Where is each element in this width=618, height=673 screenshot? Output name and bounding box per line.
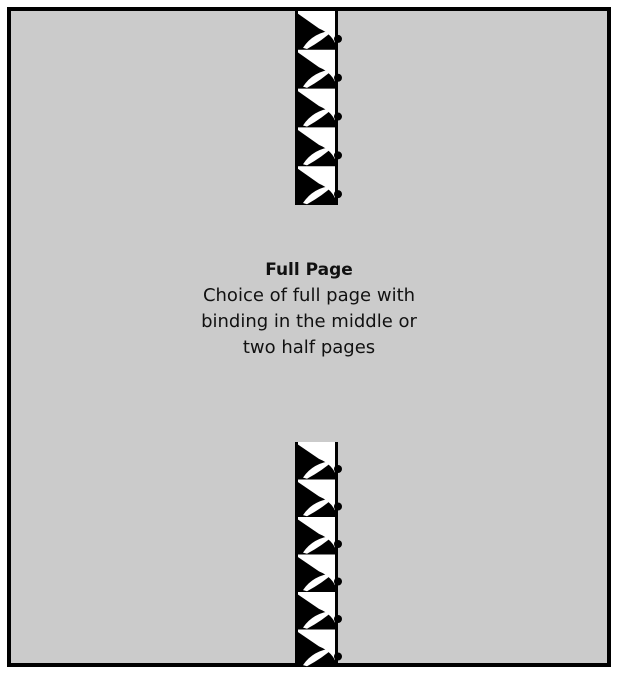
page-caption: Full Page Choice of full page with bindi… xyxy=(11,257,607,361)
full-page-panel: Full Page Choice of full page with bindi… xyxy=(7,7,611,667)
caption-line-3: two half pages xyxy=(11,335,607,361)
coil-bottom-graphic xyxy=(293,442,343,667)
coil-top-knob-1 xyxy=(334,35,342,43)
caption-title: Full Page xyxy=(11,257,607,283)
caption-line-1: Choice of full page with xyxy=(11,283,607,309)
caption-line-2: binding in the middle or xyxy=(11,309,607,335)
coil-bottom-knob-5 xyxy=(334,615,342,623)
coil-bottom-knob-6 xyxy=(334,653,342,661)
coil-top-graphic xyxy=(293,11,343,205)
coil-bottom-knob-2 xyxy=(334,503,342,511)
coil-bottom-knob-3 xyxy=(334,540,342,548)
coil-top-knob-2 xyxy=(334,74,342,82)
coil-top-knob-4 xyxy=(334,151,342,159)
coil-top-knob-3 xyxy=(334,113,342,121)
coil-bottom-knob-1 xyxy=(334,465,342,473)
spiral-binding-bottom xyxy=(293,442,343,667)
coil-bottom-knob-4 xyxy=(334,578,342,586)
coil-top-knob-5 xyxy=(334,190,342,198)
spiral-binding-top xyxy=(293,11,343,205)
